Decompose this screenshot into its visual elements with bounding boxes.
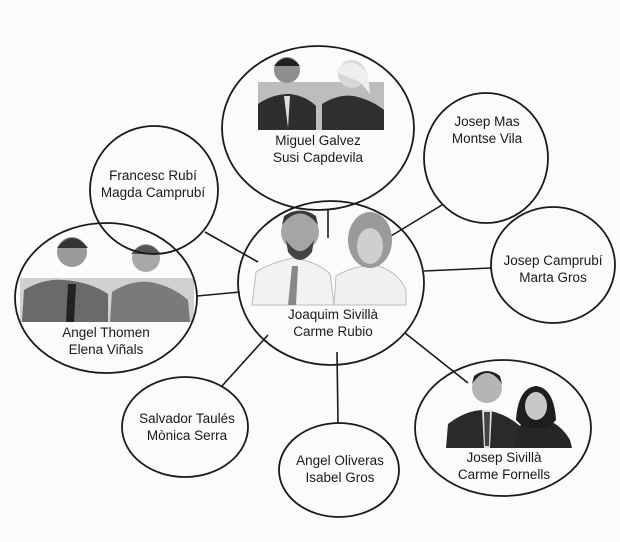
node-center [237, 200, 425, 366]
connector-josep-sivilla [404, 332, 469, 384]
name-2: Carme Rubio [293, 324, 373, 339]
connector-francesc [204, 231, 259, 263]
label-salvador: Salvador Taulés Mònica Serra [139, 410, 235, 444]
name-1: Angel Thomen [62, 325, 150, 340]
name-1: Angel Oliveras [296, 453, 384, 468]
node-josep-camprubi [490, 206, 616, 324]
photo-joaquim-carme [251, 210, 407, 306]
node-angel-thomen [14, 222, 198, 374]
name-2: Magda Camprubí [100, 185, 206, 200]
label-francesc: Francesc Rubí Magda Camprubí [101, 167, 205, 201]
name-2: Mònica Serra [146, 428, 228, 443]
node-josep-mas [423, 92, 549, 224]
name-2: Susi Capdevila [272, 150, 364, 165]
name-1: Francesc Rubí [109, 168, 197, 183]
node-salvador [121, 376, 249, 478]
photo-josep-carme [446, 371, 572, 448]
node-angel-oliveras [278, 422, 400, 518]
connector-angel-oliveras [336, 351, 339, 424]
label-josep-camprubi: Josep Camprubí Marta Gros [503, 252, 602, 286]
label-angel-oliveras: Angel Oliveras Isabel Gros [296, 452, 384, 486]
node-francesc [89, 125, 219, 255]
node-miguel [221, 45, 415, 211]
name-1: Salvador Taulés [139, 411, 235, 426]
name-1: Josep Camprubí [503, 253, 603, 268]
name-2: Carme Fornells [457, 467, 551, 482]
name-2: Montse Vila [451, 131, 523, 146]
name-1: Joaquim Sivillà [287, 307, 379, 322]
photo-angel-elena [20, 237, 194, 322]
name-1: Josep Sivillà [466, 450, 542, 465]
label-miguel: Miguel Galvez Susi Capdevila [273, 132, 363, 166]
label-josep-mas: Josep Mas Montse Vila [452, 113, 522, 147]
node-josep-sivilla [414, 359, 592, 497]
label-josep-sivilla: Josep Sivillà Carme Fornells [458, 449, 550, 483]
connector-josep-mas [385, 204, 443, 240]
connector-salvador [221, 334, 269, 387]
connector-angel-thomen [196, 291, 241, 297]
label-angel-thomen: Angel Thomen Elena Viñals [62, 324, 150, 358]
label-center: Joaquim Sivillà Carme Rubio [288, 306, 378, 340]
name-2: Elena Viñals [68, 342, 144, 357]
photo-miguel-susi [258, 57, 384, 130]
name-1: Miguel Galvez [275, 133, 361, 148]
name-2: Isabel Gros [305, 470, 375, 485]
name-1: Josep Mas [454, 114, 520, 129]
name-2: Marta Gros [519, 270, 587, 285]
connector-josep-camprubi [423, 267, 492, 272]
